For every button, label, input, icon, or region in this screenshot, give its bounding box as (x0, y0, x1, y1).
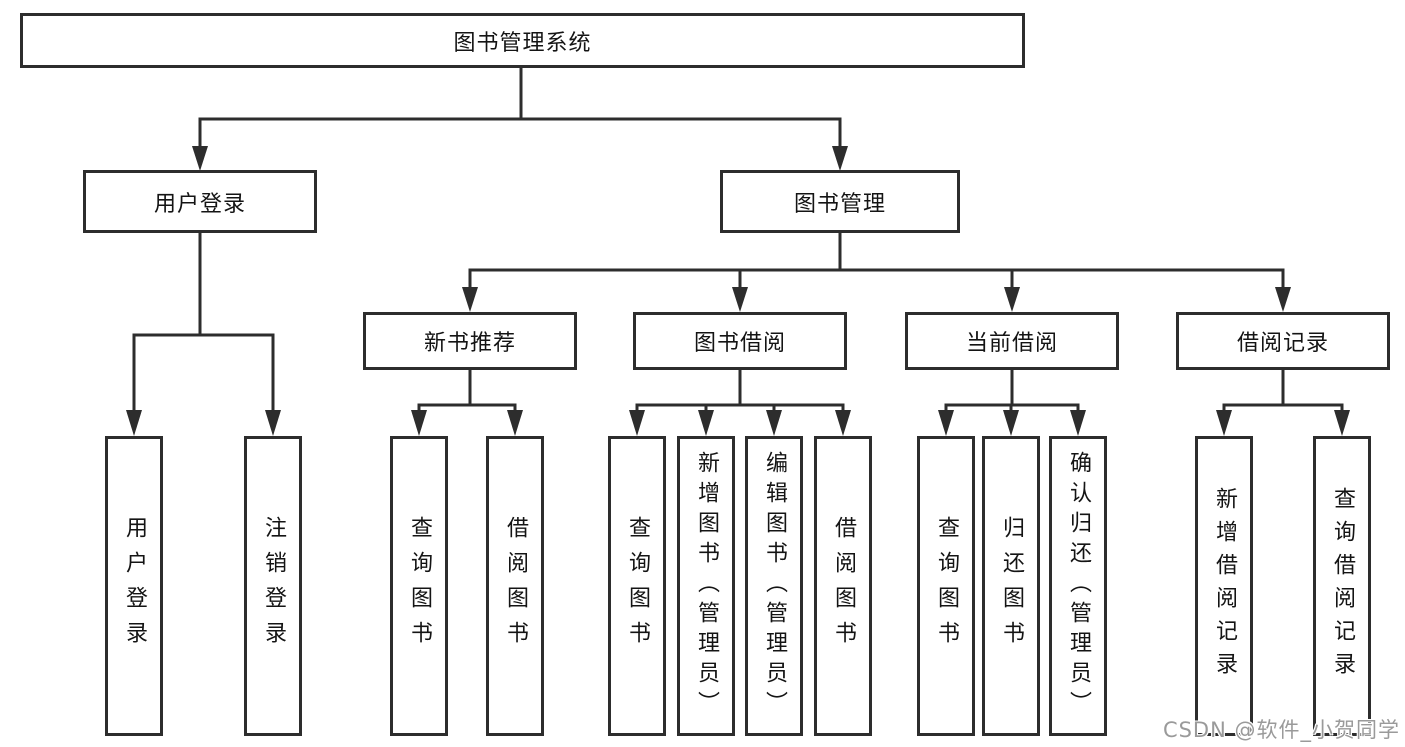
node-label: 归还图书 (999, 516, 1024, 656)
node-label: 借阅记录 (1236, 331, 1329, 356)
arrow-head-icon (1334, 410, 1350, 436)
arrow-head-icon (766, 410, 782, 436)
node-user-login: 用户登录 (83, 170, 317, 233)
arrow-head-icon (1275, 287, 1291, 312)
node-label: 图书借阅 (693, 331, 786, 356)
arrow-head-icon (629, 410, 645, 436)
connector-current-borrow-branch (944, 370, 1080, 414)
node-label: 图书管理系统 (453, 30, 592, 56)
arrow-head-icon (832, 146, 848, 171)
node-label: 查询图书 (407, 516, 432, 656)
node-label: 确认归还（管理员） (1066, 451, 1091, 721)
node-label: 查询借阅记录 (1330, 487, 1355, 685)
node-label: 当前借阅 (965, 331, 1058, 356)
arrow-head-icon (126, 410, 142, 436)
watermark: CSDN @软件_小贺同学 (1162, 718, 1400, 742)
arrow-head-icon (411, 410, 427, 436)
leaf-confirm-return-admin: 确认归还（管理员） (1049, 436, 1107, 736)
node-label: 图书管理 (793, 191, 886, 217)
leaf-logout: 注销登录 (244, 436, 302, 736)
arrow-head-icon (732, 287, 748, 312)
leaf-return-book: 归还图书 (982, 436, 1040, 736)
leaf-query-books-current: 查询图书 (917, 436, 975, 736)
node-label: 新增借阅记录 (1212, 487, 1237, 685)
node-current-borrowing: 当前借阅 (905, 312, 1119, 370)
node-label: 用户登录 (122, 516, 147, 656)
arrow-head-icon (698, 410, 714, 436)
leaf-borrow-books: 借阅图书 (814, 436, 872, 736)
connector-book-mgmt-branch (468, 233, 1285, 291)
leaf-borrow-books-recommend: 借阅图书 (486, 436, 544, 736)
leaf-edit-book-admin: 编辑图书（管理员） (745, 436, 803, 736)
arrow-head-icon (1216, 410, 1232, 436)
arrow-head-icon (1070, 410, 1086, 436)
leaf-add-book-admin: 新增图书（管理员） (677, 436, 735, 736)
node-label: 注销登录 (261, 516, 286, 656)
arrow-head-icon (1003, 410, 1019, 436)
arrow-head-icon (938, 410, 954, 436)
node-borrowing-records: 借阅记录 (1176, 312, 1390, 370)
node-label: 查询图书 (934, 516, 959, 656)
node-book-borrowing: 图书借阅 (633, 312, 847, 370)
node-label: 编辑图书（管理员） (762, 451, 787, 721)
node-book-management: 图书管理 (720, 170, 960, 233)
leaf-query-borrow-record: 查询借阅记录 (1313, 436, 1371, 736)
node-label: 新增图书（管理员） (694, 451, 719, 721)
arrow-head-icon (265, 410, 281, 436)
node-label: 借阅图书 (831, 516, 856, 656)
connector-new-book-branch (417, 370, 517, 414)
leaf-add-borrow-record: 新增借阅记录 (1195, 436, 1253, 736)
leaf-query-books-borrow: 查询图书 (608, 436, 666, 736)
node-label: 借阅图书 (503, 516, 528, 656)
arrow-head-icon (835, 410, 851, 436)
node-new-book-recommendation: 新书推荐 (363, 312, 577, 370)
node-label: 查询图书 (625, 516, 650, 656)
node-label: 新书推荐 (423, 331, 516, 356)
connector-user-login-branch (132, 233, 275, 414)
arrow-head-icon (507, 410, 523, 436)
connector-root-branch (198, 68, 842, 150)
arrow-head-icon (462, 287, 478, 312)
node-label: 用户登录 (153, 191, 246, 217)
leaf-query-books-recommend: 查询图书 (390, 436, 448, 736)
node-library-management-system: 图书管理系统 (20, 13, 1025, 68)
leaf-user-login: 用户登录 (105, 436, 163, 736)
arrow-head-icon (192, 146, 208, 171)
arrow-head-icon (1004, 287, 1020, 312)
connector-book-borrow-branch (635, 370, 845, 414)
connector-borrow-record-branch (1222, 370, 1344, 414)
